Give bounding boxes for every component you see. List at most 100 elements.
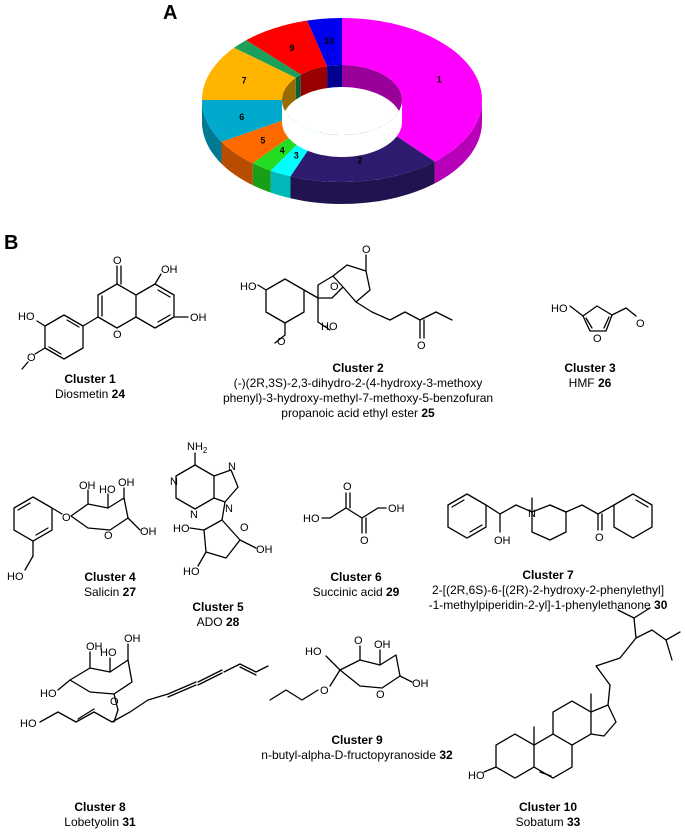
structure-hmf: HO O O xyxy=(551,303,645,345)
donut-label-3: 3 xyxy=(294,150,299,160)
atom-o: O xyxy=(343,481,352,493)
atom-oh: OH xyxy=(118,477,135,489)
compound-number: 24 xyxy=(111,387,126,401)
atom-o: O xyxy=(417,340,426,352)
atom-o: O xyxy=(360,535,369,547)
atom-n: N xyxy=(528,508,536,520)
atom-oh: OH xyxy=(190,312,207,324)
caption-cluster-10: Cluster 10 Sobatum 33 xyxy=(516,800,581,830)
atom-n: N xyxy=(190,509,198,521)
atom-ho: HO xyxy=(100,647,117,659)
panel-a-label: A xyxy=(163,2,178,24)
compound-name-line: -1-methylpiperidin-2-yl]-1-phenylethanon… xyxy=(428,598,651,612)
structure-lobeline: OH N O xyxy=(447,493,653,547)
compound-number: 25 xyxy=(421,406,435,420)
donut-side-1 xyxy=(434,100,482,184)
donut-label-2: 2 xyxy=(357,156,362,166)
caption-cluster-1: Cluster 1 Diosmetin 24 xyxy=(55,372,125,402)
cluster-title: Cluster 3 xyxy=(564,361,616,375)
atom-o: O xyxy=(595,532,604,544)
atom-o: O xyxy=(104,530,113,542)
donut-slice-5 xyxy=(221,117,304,164)
atom-oh: OH xyxy=(79,480,96,492)
caption-cluster-6: Cluster 6 Succinic acid 29 xyxy=(313,570,400,600)
donut-slice-10 xyxy=(307,18,342,67)
donut-inner-wall-8-1 xyxy=(295,74,301,100)
atom-oh: OH xyxy=(412,678,429,690)
donut-slice-8 xyxy=(234,40,301,78)
structure-benzofuran: HO O HO O O O xyxy=(240,244,453,352)
donut-slice-1 xyxy=(342,18,482,162)
caption-cluster-7: Cluster 7 2-[(2R,6S)-6-[(2R)-2-hydroxy-2… xyxy=(429,568,668,613)
donut-side-2 xyxy=(290,161,435,204)
structure-lobetyolin: OH HO OH HO HO O xyxy=(20,633,269,730)
cluster-title: Cluster 10 xyxy=(518,800,578,814)
compound-name: Succinic acid xyxy=(312,585,383,599)
atom-ho: HO xyxy=(20,718,37,730)
atom-ho: HO xyxy=(40,688,57,700)
donut-inner-wall-7-1 xyxy=(282,77,296,122)
cluster-title: Cluster 6 xyxy=(330,570,382,584)
donut-side-4 xyxy=(252,163,271,193)
compound-name: HMF xyxy=(568,376,595,390)
structure-salicin: O OH HO OH OH O HO xyxy=(7,477,157,583)
atom-o: O xyxy=(376,689,385,701)
donut-slice-9 xyxy=(246,20,328,75)
atom-ho: HO xyxy=(551,303,568,315)
atom-o: O xyxy=(240,522,249,534)
compound-name-line: (-)(2R,3S)-2,3-dihydro-2-(4-hydroxy-3-me… xyxy=(233,376,483,390)
compound-number: 30 xyxy=(654,598,668,612)
compound-number: 33 xyxy=(567,815,581,829)
cluster-title: Cluster 1 xyxy=(64,372,116,386)
atom-n: N xyxy=(170,476,178,488)
structure-succinic-acid: HO O O OH xyxy=(303,481,405,547)
atom-o: O xyxy=(362,244,371,256)
compound-name: ADO xyxy=(196,615,223,629)
atom-n: N xyxy=(228,461,236,473)
caption-cluster-9: Cluster 9 n-butyl-alpha-D-fructopyranosi… xyxy=(261,733,452,763)
compound-name: Sobatum xyxy=(515,815,564,829)
donut-side-3 xyxy=(270,170,291,199)
atom-nh2: NH2 xyxy=(187,441,208,455)
donut-inner-wall-10-1 xyxy=(327,65,342,89)
atom-oh: OH xyxy=(86,641,103,653)
atom-ho: HO xyxy=(7,571,24,583)
compound-name-line: 2-[(2R,6S)-6-[(2R)-2-hydroxy-2-phenyleth… xyxy=(431,583,665,597)
atom-ho: HO xyxy=(18,311,35,323)
panel-b-label: B xyxy=(4,232,19,254)
atom-ho: HO xyxy=(321,321,338,333)
atom-oh: OH xyxy=(140,526,157,538)
atom-oh: OH xyxy=(124,633,141,645)
donut-slice-7 xyxy=(202,47,296,100)
atom-ho: HO xyxy=(468,770,485,782)
structure-diosmetin: O OH OH O HO O xyxy=(18,255,207,370)
atom-o: O xyxy=(593,333,602,345)
atom-n: N xyxy=(225,503,233,515)
donut-label-9: 9 xyxy=(289,43,294,53)
caption-cluster-4: Cluster 4 Salicin 27 xyxy=(84,570,136,600)
donut-hole-mask xyxy=(282,100,402,157)
atom-ho: HO xyxy=(183,566,200,578)
compound-number: 31 xyxy=(122,815,136,829)
compound-name-line: propanoic acid ethyl ester xyxy=(281,406,419,420)
atom-o: O xyxy=(110,696,119,708)
donut-label-10: 10 xyxy=(324,36,334,46)
compound-number: 27 xyxy=(122,585,137,599)
donut-side-6 xyxy=(202,100,222,164)
cluster-title: Cluster 2 xyxy=(332,361,384,375)
donut-label-4: 4 xyxy=(280,146,285,156)
compound-name: Lobetyolin xyxy=(64,815,120,829)
donut-side-5 xyxy=(221,141,253,186)
donut-inner-wall-1-0 xyxy=(342,65,402,122)
atom-o: O xyxy=(354,635,363,647)
donut-label-5: 5 xyxy=(260,135,265,145)
atom-oh: OH xyxy=(374,639,391,651)
caption-cluster-8: Cluster 8 Lobetyolin 31 xyxy=(64,800,135,830)
compound-name-line: phenyl)-3-hydroxy-methyl-7-methoxy-5-ben… xyxy=(222,391,494,405)
compound-number: 26 xyxy=(597,376,612,390)
compound-number: 29 xyxy=(386,585,400,599)
atom-ho: HO xyxy=(240,281,257,293)
caption-cluster-3: Cluster 3 HMF 26 xyxy=(564,361,615,391)
